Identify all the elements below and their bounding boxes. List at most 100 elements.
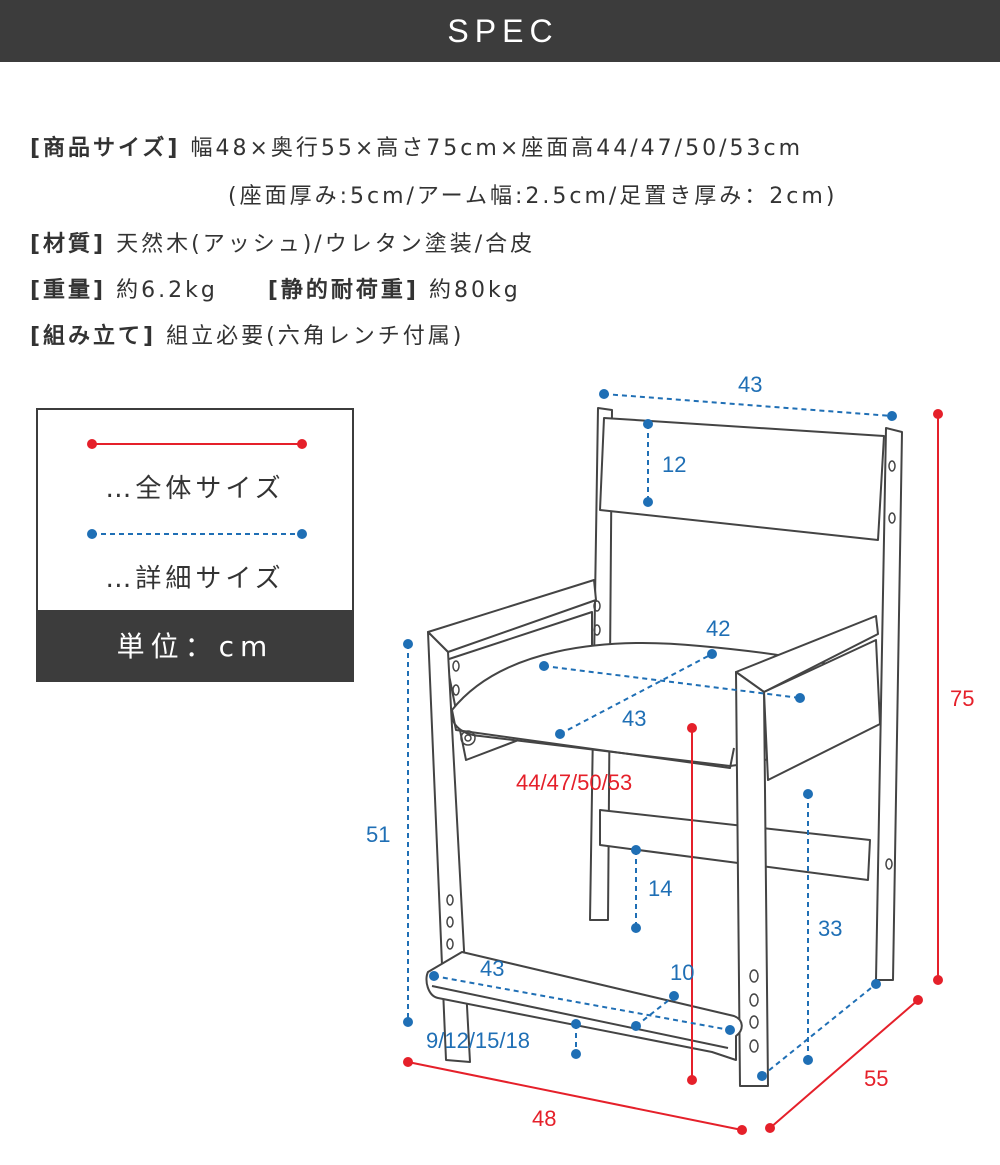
- footrest: [425, 951, 743, 1061]
- leg-depth-line: [761, 983, 877, 1077]
- seat-depth-label: 43: [622, 706, 646, 731]
- hole: [749, 1015, 759, 1029]
- dim-dot: [643, 419, 653, 429]
- hole: [593, 624, 601, 636]
- header-title: SPEC: [447, 12, 559, 49]
- footrest-width-label: 43: [480, 956, 504, 981]
- footrest-height-label: 9/12/15/18: [426, 1028, 530, 1053]
- right-side-panel: [763, 639, 881, 781]
- dim-dot: [599, 389, 609, 399]
- backrest: [599, 417, 885, 541]
- dim-dot: [429, 971, 439, 981]
- legend-detail-label: …詳細サイズ: [105, 564, 285, 594]
- hole: [446, 938, 454, 950]
- total-height-dot: [933, 409, 943, 419]
- total-depth-label: 55: [864, 1066, 888, 1091]
- hole: [885, 858, 893, 870]
- spec-material-line: [材質] 天然木(アッシュ)/ウレタン塗装/合皮: [30, 226, 535, 258]
- spec-size-label: [商品サイズ]: [30, 136, 181, 161]
- stretcher-height-label: 14: [648, 876, 672, 901]
- stretcher: [599, 809, 871, 881]
- total-height-label: 75: [950, 686, 974, 711]
- backrest-width-label: 43: [738, 372, 762, 397]
- footrest-edge: [431, 985, 729, 1049]
- header-bar: SPEC: [0, 0, 1000, 62]
- legend-unit-label: 単位：cm: [38, 610, 352, 680]
- hole: [888, 460, 896, 472]
- seat-depth-line: [559, 653, 713, 735]
- dim-dot: [403, 639, 413, 649]
- total-height-dot: [933, 975, 943, 985]
- seat-height-label: 44/47/50/53: [516, 770, 632, 795]
- hole: [446, 894, 454, 906]
- dim-dot: [725, 1025, 735, 1035]
- hole: [452, 684, 460, 696]
- dim-dot: [707, 649, 717, 659]
- spec-size-line-2: (座面厚み:5cm/アーム幅:2.5cm/足置き厚み：2cm): [228, 178, 837, 210]
- total-depth-line: [769, 999, 919, 1129]
- hole: [593, 600, 601, 612]
- spec-material-label: [材質]: [30, 232, 107, 257]
- total-depth-dot: [913, 995, 923, 1005]
- legend-detail-dot-right: [297, 529, 307, 539]
- legend-overall-label: …全体サイズ: [105, 474, 285, 504]
- dim-dot: [631, 923, 641, 933]
- spec-load-label: [静的耐荷重]: [267, 278, 419, 303]
- footrest-depth-label: 10: [670, 960, 694, 985]
- seat-height-dot: [687, 723, 697, 733]
- total-width-dot: [403, 1057, 413, 1067]
- detail-dimension-dots: [403, 389, 897, 1081]
- spec-weight-value: 約6.2kg: [116, 278, 218, 303]
- dimension-labels: 43 12 42 43 51 14 33 43 10 9/12/15/18 44…: [366, 372, 974, 1131]
- total-width-label: 48: [532, 1106, 556, 1131]
- dim-dot: [757, 1071, 767, 1081]
- legend-box: …全体サイズ …詳細サイズ 単位：cm: [36, 408, 354, 682]
- dim-dot: [643, 497, 653, 507]
- hole: [749, 969, 759, 983]
- overall-dimension-lines: [403, 409, 943, 1135]
- seat-height-dot: [687, 1075, 697, 1085]
- backrest-width-line: [603, 393, 893, 417]
- hole: [446, 916, 454, 928]
- seat-bolt-icon: [460, 730, 476, 746]
- spec-assembly-value: 組立必要(六角レンチ付属): [166, 324, 465, 349]
- hole: [749, 1039, 759, 1053]
- dim-dot: [803, 789, 813, 799]
- dim-dot: [669, 991, 679, 1001]
- legend-detail-dot-left: [87, 529, 97, 539]
- seat-width-line: [543, 665, 801, 699]
- front-leg-height-label: 33: [818, 916, 842, 941]
- back-right-leg: [875, 427, 903, 981]
- total-depth-dot: [765, 1123, 775, 1133]
- dim-dot: [571, 1049, 581, 1059]
- armrest-height-label: 51: [366, 822, 390, 847]
- footrest-depth-line: [635, 995, 675, 1027]
- chair-drawing: [425, 407, 903, 1087]
- dim-dot: [887, 411, 897, 421]
- hole: [749, 993, 759, 1007]
- spec-size-value: 幅48×奥行55×高さ75cm×座面高44/47/50/53cm: [190, 136, 804, 161]
- total-width-dot: [737, 1125, 747, 1135]
- seat-edge: [451, 709, 735, 769]
- dim-dot: [403, 1017, 413, 1027]
- total-width-line: [407, 1061, 743, 1131]
- spec-assembly-line: [組み立て] 組立必要(六角レンチ付属): [30, 318, 464, 350]
- legend-overall-dot-left: [87, 439, 97, 449]
- dim-dot: [795, 693, 805, 703]
- dim-dot: [571, 1019, 581, 1029]
- right-front-leg: [735, 671, 769, 1087]
- dim-dot: [631, 1021, 641, 1031]
- legend-lines: [87, 439, 307, 539]
- spec-material-value: 天然木(アッシュ)/ウレタン塗装/合皮: [116, 232, 536, 257]
- spec-weight-line: [重量] 約6.2kg [静的耐荷重] 約80kg: [30, 272, 521, 304]
- seat-width-label: 42: [706, 616, 730, 641]
- dim-dot: [871, 979, 881, 989]
- spec-load-value: 約80kg: [428, 278, 521, 303]
- seat-bolt-icon: [464, 734, 472, 742]
- spec-size-value-2: (座面厚み:5cm/アーム幅:2.5cm/足置き厚み：2cm): [228, 184, 838, 209]
- dim-dot: [539, 661, 549, 671]
- dim-dot: [803, 1055, 813, 1065]
- spec-assembly-label: [組み立て]: [30, 324, 157, 349]
- adjustment-holes: [446, 460, 896, 1053]
